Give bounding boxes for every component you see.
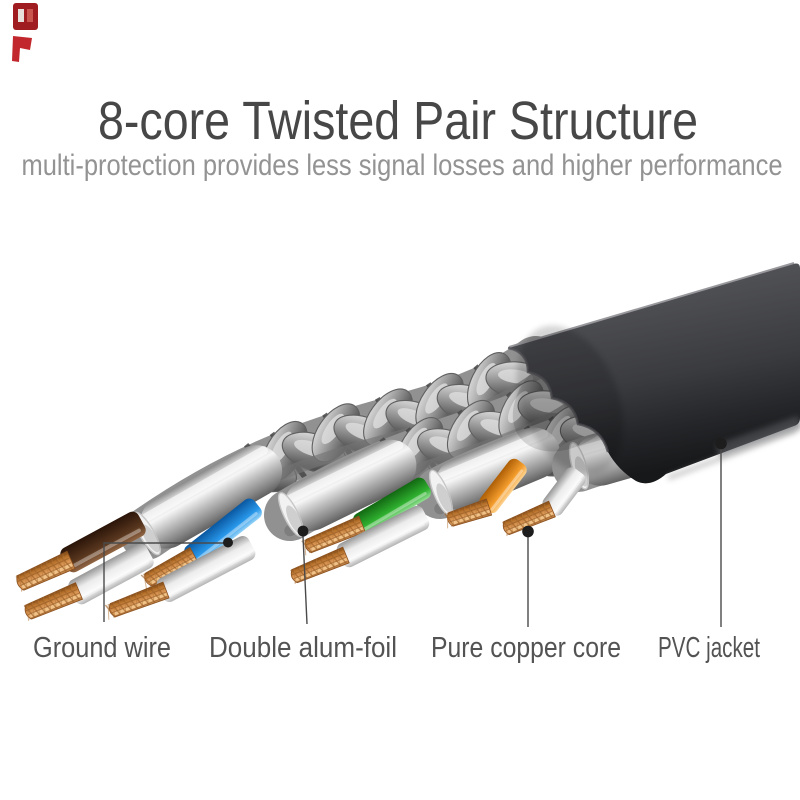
- svg-text:Pure copper core: Pure copper core: [431, 632, 621, 664]
- svg-text:Ground wire: Ground wire: [33, 632, 171, 664]
- svg-text:Double alum-foil: Double alum-foil: [209, 632, 397, 664]
- svg-text:multi-protection provides less: multi-protection provides less signal lo…: [22, 149, 783, 182]
- svg-text:8-core Twisted Pair Structure: 8-core Twisted Pair Structure: [98, 91, 698, 151]
- svg-text:PVC jacket: PVC jacket: [658, 632, 760, 664]
